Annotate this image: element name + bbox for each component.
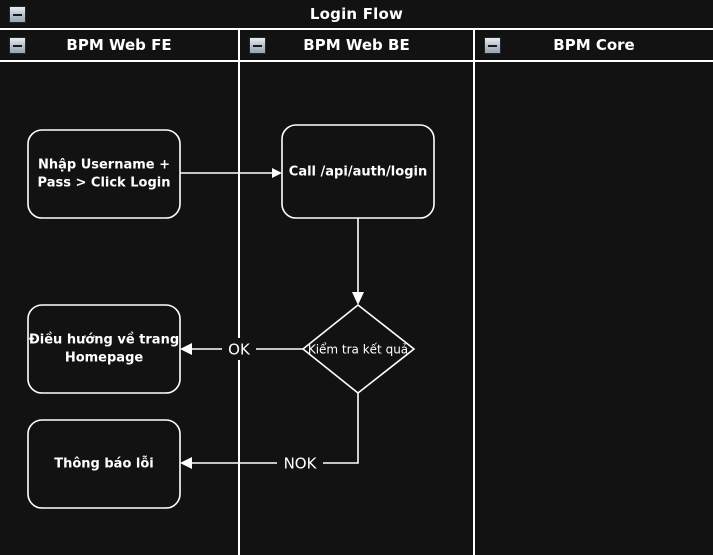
lane-header-bpm-web-be[interactable]: BPM Web BE bbox=[240, 30, 473, 62]
node-hit-input-credentials[interactable] bbox=[28, 130, 180, 218]
diagram-title: Login Flow bbox=[309, 5, 404, 23]
edge-line-e4 bbox=[186, 393, 359, 464]
node-check-result[interactable]: Kiểm tra kết quả bbox=[301, 303, 416, 395]
node-hit-show-error[interactable] bbox=[28, 420, 180, 508]
minus-icon-lane-be-collapse[interactable] bbox=[249, 37, 266, 54]
lane-title-bpm-web-be: BPM Web BE bbox=[303, 36, 410, 54]
node-show-error[interactable]: Thông báo lỗi bbox=[27, 419, 181, 509]
diagram-title-bar: Login Flow bbox=[0, 0, 713, 30]
lane-header-bpm-core[interactable]: BPM Core bbox=[475, 30, 713, 62]
arrow-head-e2 bbox=[352, 292, 364, 305]
edge-label-nok: NOK bbox=[284, 455, 318, 473]
node-hit-call-login-api[interactable] bbox=[282, 125, 434, 218]
lane-divider-be-core bbox=[473, 30, 475, 555]
minus-icon-lane-fe-collapse[interactable] bbox=[9, 37, 26, 54]
lane-title-bpm-web-fe: BPM Web FE bbox=[66, 36, 172, 54]
node-redirect-homepage[interactable]: Điều hướng về trang Homepage bbox=[27, 304, 181, 394]
node-input-credentials[interactable]: Nhập Username + Pass > Click Login bbox=[27, 129, 181, 219]
minus-icon-diagram-collapse[interactable] bbox=[9, 6, 26, 23]
arrow-head-e4 bbox=[180, 457, 192, 469]
arrow-head-e3 bbox=[180, 343, 192, 355]
edge-input-to-api bbox=[180, 168, 282, 178]
lane-divider-fe-be bbox=[238, 30, 240, 555]
minus-icon-lane-core-collapse[interactable] bbox=[484, 37, 501, 54]
node-call-login-api[interactable]: Call /api/auth/login bbox=[281, 124, 435, 219]
edge-label-background-e4 bbox=[277, 452, 323, 474]
lane-title-bpm-core: BPM Core bbox=[553, 36, 635, 54]
arrow-head-e1 bbox=[272, 168, 282, 178]
node-hit-redirect-homepage[interactable] bbox=[28, 305, 180, 393]
lane-header-bpm-web-fe[interactable]: BPM Web FE bbox=[0, 30, 238, 62]
node-hit-check-result[interactable] bbox=[303, 305, 414, 393]
edge-decision-to-error: NOK bbox=[180, 393, 359, 474]
edge-api-to-decision bbox=[352, 218, 364, 305]
edge-decision-to-homepage: OK bbox=[180, 338, 303, 360]
